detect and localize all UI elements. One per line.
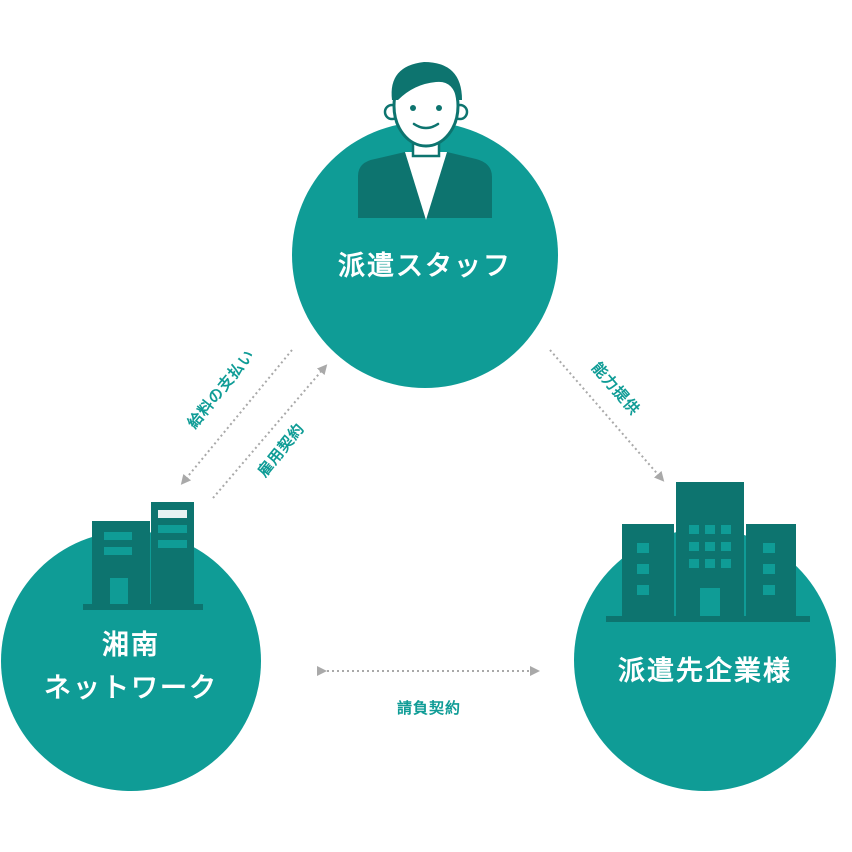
client-label: 派遣先企業様: [618, 655, 792, 687]
agency-label-line2: ネットワーク: [44, 673, 218, 704]
ability-connector: [549, 349, 665, 482]
salary-label: 給料の支払い: [184, 346, 258, 432]
office-building-icon: [83, 502, 203, 610]
contract-label: 請負契約: [397, 699, 461, 717]
employment-label: 雇用契約: [254, 419, 308, 480]
company-buildings-icon: [606, 482, 810, 622]
agency-circle: [1, 531, 261, 791]
employment-connector: [212, 364, 328, 499]
salary-connector: [180, 349, 293, 485]
agency-node: 湘南 ネットワーク: [1, 502, 261, 791]
staff-label: 派遣スタッフ: [338, 251, 512, 282]
person-icon: [358, 62, 492, 220]
ability-label: 能力提供: [588, 359, 644, 419]
client-node: 派遣先企業様: [574, 482, 836, 791]
agency-label-line1: 湘南: [102, 630, 160, 661]
staff-node: 派遣スタッフ: [292, 62, 558, 388]
